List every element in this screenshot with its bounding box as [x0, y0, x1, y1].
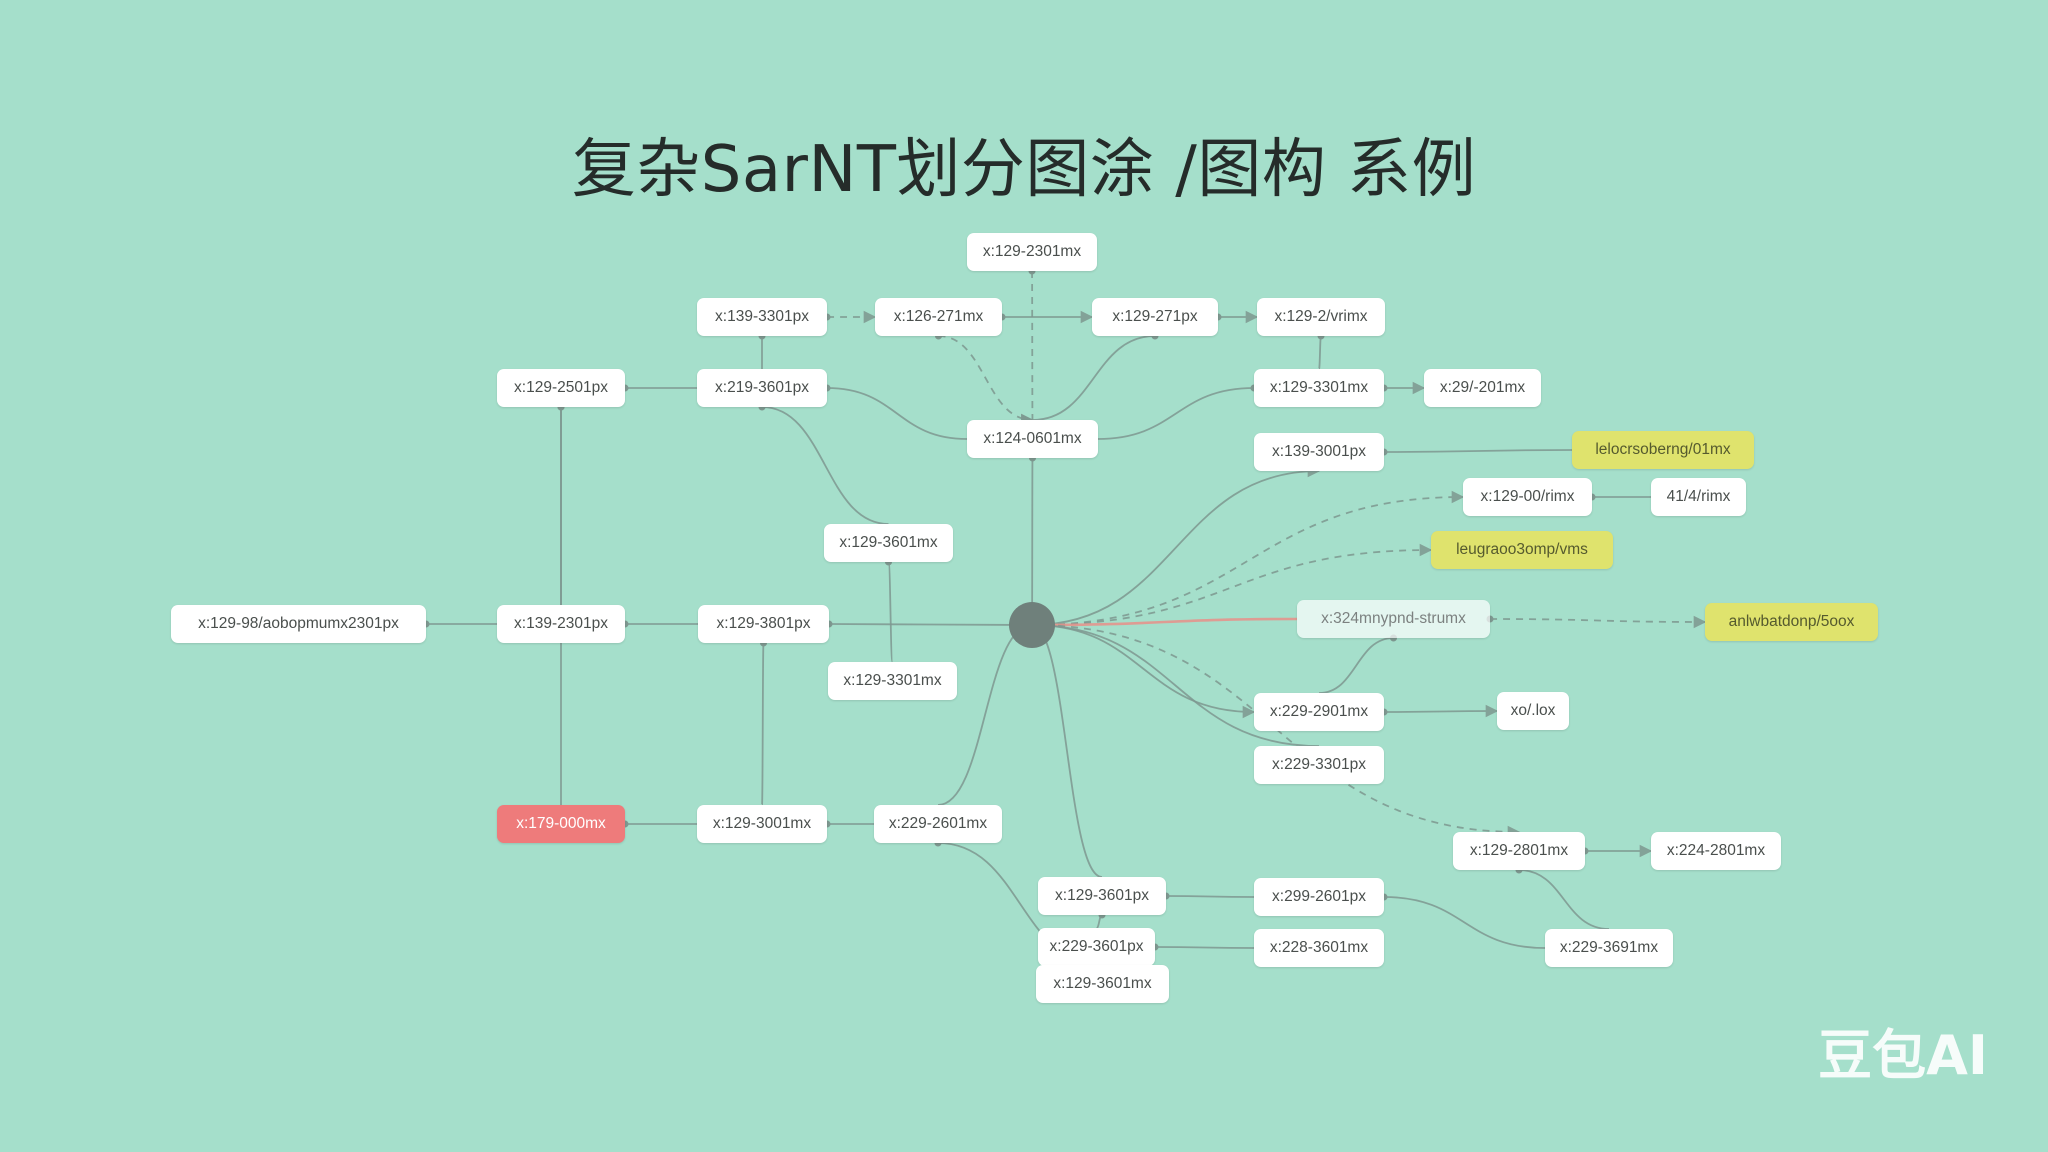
node-c1: x:124-0601mx: [967, 420, 1098, 458]
edge-43: [1518, 869, 1610, 930]
node-h1: x:229-2901mx: [1254, 693, 1384, 731]
edge-11: [1097, 387, 1255, 440]
node-d1: x:129-00/rimx: [1463, 478, 1592, 516]
node-y2: leugraoo3omp/vms: [1431, 531, 1613, 569]
edge-28: [1489, 615, 1707, 629]
node-y1: lelocrsoberng/01mx: [1572, 431, 1754, 469]
edge-31: [1318, 637, 1394, 694]
node-a3: x:129-271px: [1092, 298, 1218, 336]
edge-27: [1031, 617, 1298, 627]
edge-12: [761, 406, 889, 525]
edge-23: [1031, 457, 1034, 626]
node-f0: x:129-98/aobopmumx2301px: [171, 605, 426, 643]
node-c2: x:139-3001px: [1254, 433, 1384, 471]
node-h3: x:229-3301px: [1254, 746, 1384, 784]
edge-10: [826, 387, 968, 440]
edge-7: [938, 335, 1034, 427]
edge-26: [1031, 543, 1433, 626]
node-b1: x:129-2501px: [497, 369, 625, 407]
node-m1: x:129-3601mx: [1036, 965, 1169, 1003]
edge-24: [1031, 464, 1321, 626]
node-f3: x:324mnypnd-strumx: [1297, 600, 1490, 638]
node-d2: 41/4/rimx: [1651, 478, 1746, 516]
node-k1: x:129-3601px: [1038, 877, 1166, 915]
node-b3: x:129-3301mx: [1254, 369, 1384, 407]
page-title: 复杂SarNT划分图涂 /图构 系例: [571, 133, 1477, 207]
node-b4: x:29/-201mx: [1424, 369, 1541, 407]
node-e1: x:129-3601mx: [824, 524, 953, 562]
node-l3: x:229-3691mx: [1545, 929, 1673, 967]
node-a4: x:129-2/vrimx: [1257, 298, 1385, 336]
edge-18: [828, 623, 1033, 626]
edge-29: [1383, 449, 1573, 453]
edge-19: [761, 642, 765, 806]
node-top: x:129-2301mx: [967, 233, 1097, 271]
node-j2: x:224-2801mx: [1651, 832, 1781, 870]
node-l2: x:228-3601mx: [1254, 929, 1384, 967]
node-i1: x:129-3001mx: [697, 805, 827, 843]
node-i2: x:229-2601mx: [874, 805, 1002, 843]
edge-42: [1383, 896, 1546, 949]
edge-8: [1032, 335, 1156, 421]
node-j1: x:129-2801mx: [1453, 832, 1585, 870]
node-f1: x:139-2301px: [497, 605, 625, 643]
node-a2: x:126-271mx: [875, 298, 1002, 336]
edge-40: [1154, 946, 1255, 949]
watermark-logo: 豆包AI: [1818, 1024, 1988, 1087]
edge-33: [1383, 704, 1499, 718]
node-r1: x:179-000mx: [497, 805, 625, 843]
edge-39: [1165, 895, 1255, 898]
edge-0: [1019, 270, 1034, 421]
edge-25: [1031, 490, 1465, 626]
edge-35: [1031, 624, 1521, 839]
node-f2: x:129-3801px: [698, 605, 829, 643]
node-b2: x:219-3601px: [697, 369, 827, 407]
node-k2: x:299-2601px: [1254, 878, 1384, 916]
hub-node: [1009, 602, 1055, 648]
node-y3: anlwbatdonp/5oox: [1705, 603, 1878, 641]
node-a1: x:139-3301px: [697, 298, 827, 336]
node-l1: x:229-3601px: [1038, 928, 1155, 966]
node-g1: x:129-3301mx: [828, 662, 957, 700]
node-h2: xo/.lox: [1497, 692, 1569, 730]
edge-34: [1031, 624, 1320, 747]
